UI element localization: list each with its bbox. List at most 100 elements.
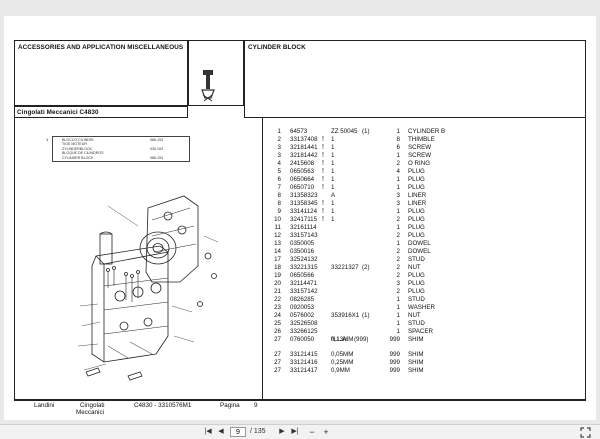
- part-number: 11: [274, 224, 281, 231]
- part-quantity: 3: [396, 192, 400, 199]
- part-description: DOWEL: [408, 240, 431, 247]
- footer-page-label: Pagina: [220, 402, 240, 409]
- last-page-button[interactable]: ▶|: [291, 428, 299, 435]
- model-box: [14, 106, 188, 118]
- part-description: PLUG: [408, 272, 425, 279]
- part-quantity: 2: [396, 216, 400, 223]
- part-number: 22: [274, 296, 281, 303]
- part-code: 0576002: [290, 312, 315, 319]
- part-quantity: 999: [389, 367, 400, 374]
- fullscreen-icon[interactable]: [580, 427, 591, 438]
- viewer-toolbar: |◀ ◀ / 135 ▶ ▶| − +: [0, 424, 600, 439]
- next-page-button[interactable]: ▶: [279, 428, 285, 435]
- part-quantity: 1: [396, 312, 400, 319]
- zoom-out-button[interactable]: −: [309, 427, 315, 437]
- part-description: PLUG: [408, 280, 425, 287]
- part-description: SHIM: [408, 367, 424, 374]
- part-number: 27: [274, 359, 281, 366]
- part-code: 32526508: [290, 320, 318, 327]
- part-reference: A: [331, 192, 336, 199]
- part-description: PLUG: [408, 176, 425, 183]
- part-number: 27: [274, 336, 281, 343]
- part-quantity: 1: [396, 184, 400, 191]
- part-code: 32524132: [290, 256, 318, 263]
- part-reference: 0,05MM: [331, 351, 354, 358]
- part-description: STUD: [408, 256, 425, 263]
- part-number: 13: [274, 240, 281, 247]
- part-symbol: !: [322, 144, 324, 151]
- inset-label-lines: BLOCCO CILINDRI TIGE MOTEUR ZYLINDERBLOC…: [62, 138, 104, 160]
- part-symbol: !: [322, 152, 324, 159]
- first-page-button[interactable]: |◀: [204, 428, 212, 435]
- part-description: PLUG: [408, 232, 425, 239]
- part-number: 6: [277, 176, 281, 183]
- part-code: 0650664: [290, 176, 315, 183]
- header-right-box: [244, 40, 586, 118]
- part-description: SHIM: [408, 351, 424, 358]
- part-code: 0920053: [290, 304, 315, 311]
- part-quantity: 1: [396, 328, 400, 335]
- part-quantity: 8: [396, 136, 400, 143]
- part-code: 32417115: [290, 216, 318, 223]
- previous-page-button[interactable]: ◀: [218, 428, 224, 435]
- part-quantity: 1: [396, 240, 400, 247]
- part-description: DOWEL: [408, 248, 431, 255]
- part-description: SHIM: [408, 336, 424, 343]
- part-reference: ZZ 50045: [331, 128, 358, 135]
- part-reference: 1: [331, 208, 335, 215]
- footer-series-1: Cingolati: [80, 402, 105, 409]
- catalog-page: ACCESSORIES AND APPLICATION MISCELLANEOU…: [4, 16, 596, 420]
- part-number: 7: [277, 184, 281, 191]
- model-title: Cingolati Meccanici C4830: [17, 109, 99, 116]
- part-number: 2: [277, 136, 281, 143]
- part-number: 9: [277, 208, 281, 215]
- part-quantity: 999: [389, 336, 400, 343]
- page-total: / 135: [250, 428, 266, 435]
- part-note: (999): [354, 336, 369, 343]
- part-description: WASHER: [408, 304, 435, 311]
- part-number: 3: [277, 152, 281, 159]
- part-number: 4: [277, 160, 281, 167]
- inset-line: TIGE MOTEUR: [62, 142, 87, 147]
- part-quantity: 1: [396, 176, 400, 183]
- part-number: 18: [274, 264, 281, 271]
- part-code: 32181441: [290, 144, 318, 151]
- part-number: 27: [274, 367, 281, 374]
- part-description: PLUG: [408, 184, 425, 191]
- column-divider: [262, 118, 263, 400]
- part-number: 5: [277, 168, 281, 175]
- page-number-input[interactable]: [230, 427, 246, 437]
- part-note: (2): [362, 264, 370, 271]
- part-reference: N.L.A.: [331, 336, 349, 343]
- part-reference: 1: [331, 160, 335, 167]
- part-symbol: !: [322, 208, 324, 215]
- part-description: CYLINDER B: [408, 128, 446, 135]
- part-reference: 1: [331, 216, 335, 223]
- part-quantity: 1: [396, 296, 400, 303]
- part-quantity: 6: [396, 144, 400, 151]
- part-symbol: !: [322, 160, 324, 167]
- part-quantity: 4: [396, 168, 400, 175]
- inset-code: 086.153: [150, 155, 163, 160]
- section-title: ACCESSORIES AND APPLICATION MISCELLANEOU…: [18, 44, 184, 51]
- footer-part-ref: C4830 - 3310576M1: [134, 402, 192, 409]
- part-number: 24: [274, 312, 281, 319]
- inset-codes: 086.153 035.153 086.153: [150, 138, 163, 160]
- part-description: SHIM: [408, 359, 424, 366]
- inset-line: CYLINDER BLOCK: [62, 155, 94, 160]
- part-symbol: !: [322, 168, 324, 175]
- part-number: 8: [277, 192, 281, 199]
- part-quantity: 2: [396, 248, 400, 255]
- part-number: 23: [274, 304, 281, 311]
- zoom-in-button[interactable]: +: [323, 427, 329, 437]
- part-description: LINER: [408, 200, 427, 207]
- part-code: 0650710: [290, 184, 315, 191]
- part-code: 33266125: [290, 328, 318, 335]
- inset-number: 1: [46, 137, 49, 142]
- inset-line: BLOCCO CILINDRI: [62, 138, 94, 142]
- part-number: 12: [274, 232, 281, 239]
- part-reference: 1: [331, 200, 335, 207]
- part-quantity: 1: [396, 208, 400, 215]
- inset-line: ZYLINDERBLOCK: [62, 146, 92, 151]
- part-note: (1): [362, 128, 370, 135]
